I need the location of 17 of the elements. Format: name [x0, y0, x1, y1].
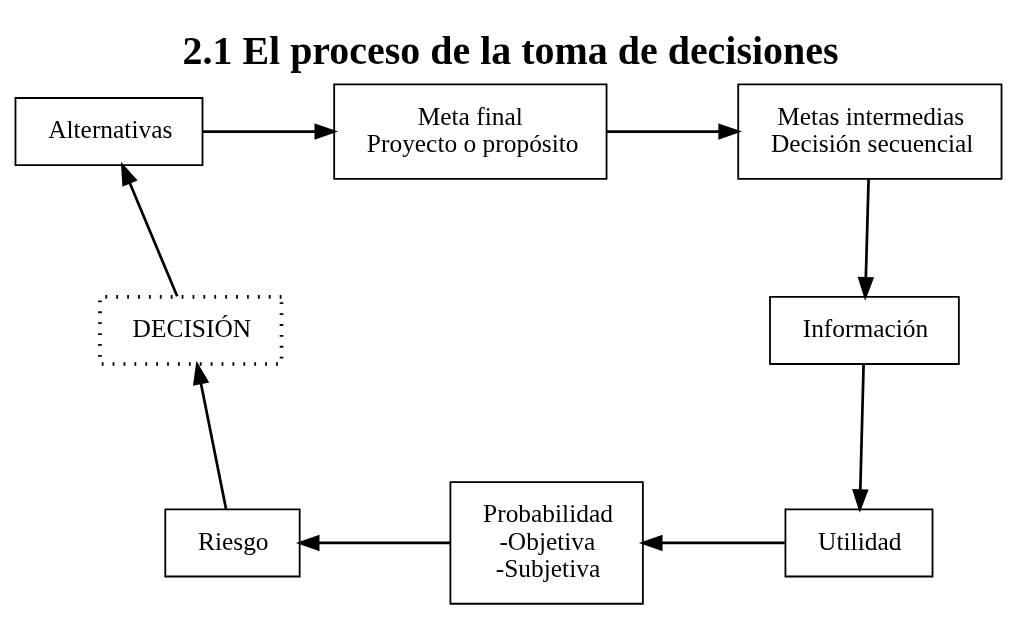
- arrow: [202, 122, 339, 140]
- arrow: [120, 161, 179, 297]
- node-box: Metas intermedias Decisión secuencial: [737, 82, 1003, 180]
- node-box: Meta final Proyecto o propósito: [333, 82, 608, 180]
- arrow: [606, 122, 742, 140]
- node-box: Probabilidad -Objetiva -Subjetiva: [449, 480, 644, 605]
- arrow: [857, 178, 875, 301]
- arrow: [295, 534, 451, 551]
- node-box: Alternativas: [14, 96, 204, 166]
- node-box: Utilidad: [784, 507, 934, 577]
- node-box: Información: [769, 295, 960, 365]
- node-box: Riesgo: [164, 507, 301, 577]
- arrow: [192, 360, 228, 509]
- arrow: [852, 364, 869, 513]
- node-box: DECISIÓN: [98, 294, 284, 366]
- diagram-title: 2.1 El proceso de la toma de decisiones: [182, 27, 839, 73]
- arrow: [638, 534, 785, 551]
